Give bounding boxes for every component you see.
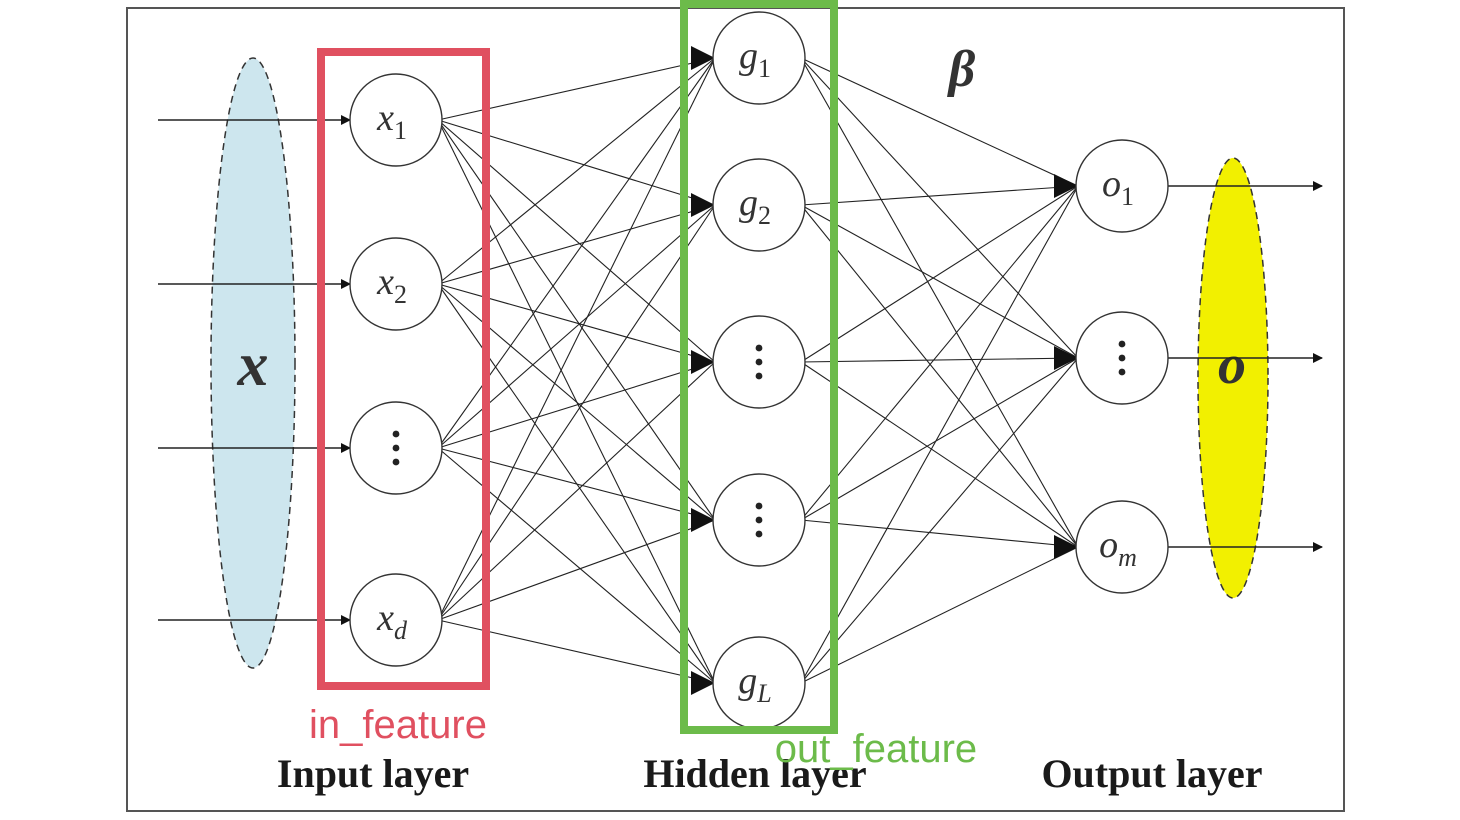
edge-hidden-output — [800, 361, 1079, 548]
node-circle — [1075, 500, 1169, 594]
ellipsis-dot — [755, 344, 763, 352]
hidden-node: g1 — [712, 11, 806, 105]
edge-hidden-output — [800, 185, 1079, 684]
output-input-arrowhead — [1054, 535, 1078, 559]
node-circle — [349, 237, 443, 331]
output-node: o1 — [1075, 139, 1169, 233]
hidden-node: g2 — [712, 158, 806, 252]
output-input-arrowhead — [1054, 346, 1078, 370]
in-feature-annotation: in_feature — [309, 703, 487, 747]
output-input-arrowhead — [1054, 174, 1078, 198]
ellipsis-dot — [755, 530, 763, 538]
edge-hidden-output — [800, 519, 1079, 548]
edge-hidden-output — [800, 57, 1079, 548]
node-circle — [1075, 139, 1169, 233]
ellipsis-dot — [1118, 354, 1126, 362]
ellipsis-dot — [392, 430, 400, 438]
input-layer-label: Input layer — [277, 751, 469, 796]
edge-hidden-output — [800, 185, 1079, 363]
edge-hidden-output — [800, 185, 1079, 206]
node-label: o1 — [1102, 163, 1134, 211]
node-label: g1 — [739, 35, 771, 83]
node-circle — [712, 11, 806, 105]
in-feature-box — [317, 48, 490, 690]
node-label: g2 — [739, 182, 771, 230]
ellipsis-dot — [1118, 340, 1126, 348]
output-vector-label: o — [1218, 334, 1246, 396]
node-label: x1 — [376, 97, 407, 145]
hidden-node — [712, 315, 806, 409]
edge-hidden-output — [800, 57, 1079, 187]
edge-hidden-output — [800, 185, 1079, 521]
input-vector-label: x — [237, 331, 269, 399]
output-node: om — [1075, 500, 1169, 594]
out-feature-annotation: out_feature — [775, 727, 977, 771]
node-label: x2 — [376, 261, 407, 309]
ellipsis-dot — [392, 444, 400, 452]
edge-hidden-output — [800, 357, 1079, 521]
ellipsis-dot — [392, 458, 400, 466]
hidden-node — [712, 473, 806, 567]
ellipsis-dot — [755, 358, 763, 366]
output-vector-ellipse — [1197, 157, 1269, 599]
ellipsis-dot — [1118, 368, 1126, 376]
hidden-layer-label: Hidden layer — [643, 751, 866, 796]
weights-beta-label: β — [947, 41, 976, 98]
input-node: x1 — [349, 73, 443, 167]
ellipsis-dot — [755, 516, 763, 524]
node-label: xd — [376, 597, 408, 645]
input-node: xd — [349, 573, 443, 667]
output-layer-label: Output layer — [1041, 751, 1262, 796]
ellipsis-dot — [755, 372, 763, 380]
input-vector-ellipse — [210, 57, 296, 669]
network-nodes: x1 x2 xd g1 g2 gL o1 om — [349, 11, 1169, 730]
edge-hidden-output — [800, 57, 1079, 359]
node-circle — [349, 73, 443, 167]
hidden-node: gL — [712, 636, 806, 730]
input-node — [349, 401, 443, 495]
edge-hidden-output — [800, 546, 1079, 684]
edge-hidden-output — [800, 357, 1079, 363]
ellipsis-dot — [755, 502, 763, 510]
hidden-input-arrowhead — [691, 46, 715, 70]
node-label: gL — [738, 660, 771, 708]
output-node — [1075, 311, 1169, 405]
node-label: om — [1099, 524, 1137, 572]
out-feature-box — [680, 0, 838, 734]
edge-hidden-output — [800, 204, 1079, 359]
hidden-input-arrowhead — [691, 193, 715, 217]
input-node: x2 — [349, 237, 443, 331]
hidden-input-arrowhead — [691, 508, 715, 532]
edge-hidden-output — [800, 357, 1079, 684]
node-circle — [712, 158, 806, 252]
edge-hidden-output — [800, 204, 1079, 548]
node-circle — [349, 573, 443, 667]
hidden-input-arrowhead — [691, 671, 715, 695]
hidden-input-arrowhead — [691, 350, 715, 374]
